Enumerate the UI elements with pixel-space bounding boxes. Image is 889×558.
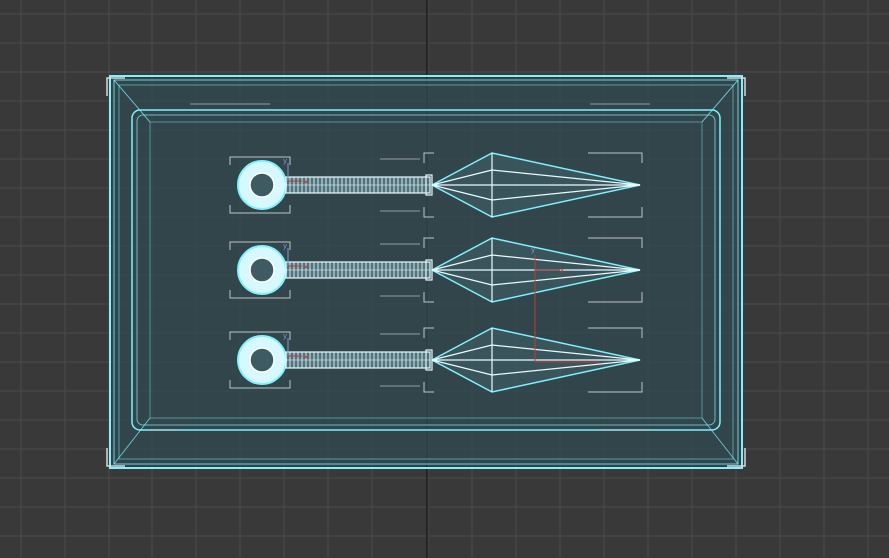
tray-bevel-line xyxy=(113,417,151,465)
kunai-bottom[interactable]: yx xyxy=(229,327,643,393)
blade-bracket-br xyxy=(588,382,643,393)
transform-gizmo-icon[interactable]: yx xyxy=(531,246,600,363)
selection-bracket xyxy=(727,448,746,467)
tray-bevel-line xyxy=(701,79,739,123)
blade-bracket-bl xyxy=(423,382,434,393)
blade-bracket-tr xyxy=(588,327,643,338)
kunai-middle[interactable]: yx xyxy=(229,237,643,303)
blade-bracket-br xyxy=(588,292,643,303)
pivot-x-label: x xyxy=(304,353,308,361)
ring-bracket-top xyxy=(229,241,291,250)
blade-bracket-tl xyxy=(423,237,434,248)
selection-bracket xyxy=(106,77,125,96)
tray-inner-edge xyxy=(131,109,721,431)
kunai-top[interactable]: yx xyxy=(229,152,643,218)
blade-bracket-bl xyxy=(423,292,434,303)
gizmo-x-label: x xyxy=(560,267,564,275)
tray-bevel-line xyxy=(701,417,739,465)
pivot-axis-icon: yx xyxy=(283,157,308,186)
tray-inner-edge-2 xyxy=(136,114,716,426)
ring-bracket-top xyxy=(229,331,291,340)
gizmo-y-label: y xyxy=(531,246,535,254)
blade-bracket-tl xyxy=(423,152,434,163)
pivot-axis-icon: yx xyxy=(283,332,308,361)
tray-bevel xyxy=(118,84,734,460)
ring-bracket-bottom xyxy=(229,290,291,299)
pivot-y-label: y xyxy=(283,242,287,250)
pivot-y-label: y xyxy=(283,332,287,340)
pivot-x-label: x xyxy=(304,263,308,271)
selection-bracket xyxy=(106,448,125,467)
tray-object[interactable] xyxy=(106,75,746,469)
tray-floor xyxy=(149,121,703,419)
ring-bracket-bottom xyxy=(229,380,291,389)
tray-outer-edge-2 xyxy=(113,79,739,465)
pivot-axis-icon: yx xyxy=(283,242,308,271)
ring-bracket-top xyxy=(229,156,291,165)
blade-bracket-tr xyxy=(588,152,643,163)
kunai-ring-hole xyxy=(249,172,275,198)
kunai-ring-hole xyxy=(249,257,275,283)
ring-bracket-bottom xyxy=(229,205,291,214)
tray-bevel-line xyxy=(113,79,151,123)
selection-bracket xyxy=(727,77,746,96)
kunai-ring-hole xyxy=(249,347,275,373)
blade-bracket-bl xyxy=(423,207,434,218)
blade-bracket-tr xyxy=(588,237,643,248)
pivot-x-label: x xyxy=(304,178,308,186)
blade-bracket-tl xyxy=(423,327,434,338)
tray-outer-edge[interactable] xyxy=(109,75,743,469)
blade-bracket-br xyxy=(588,207,643,218)
pivot-y-label: y xyxy=(283,157,287,165)
